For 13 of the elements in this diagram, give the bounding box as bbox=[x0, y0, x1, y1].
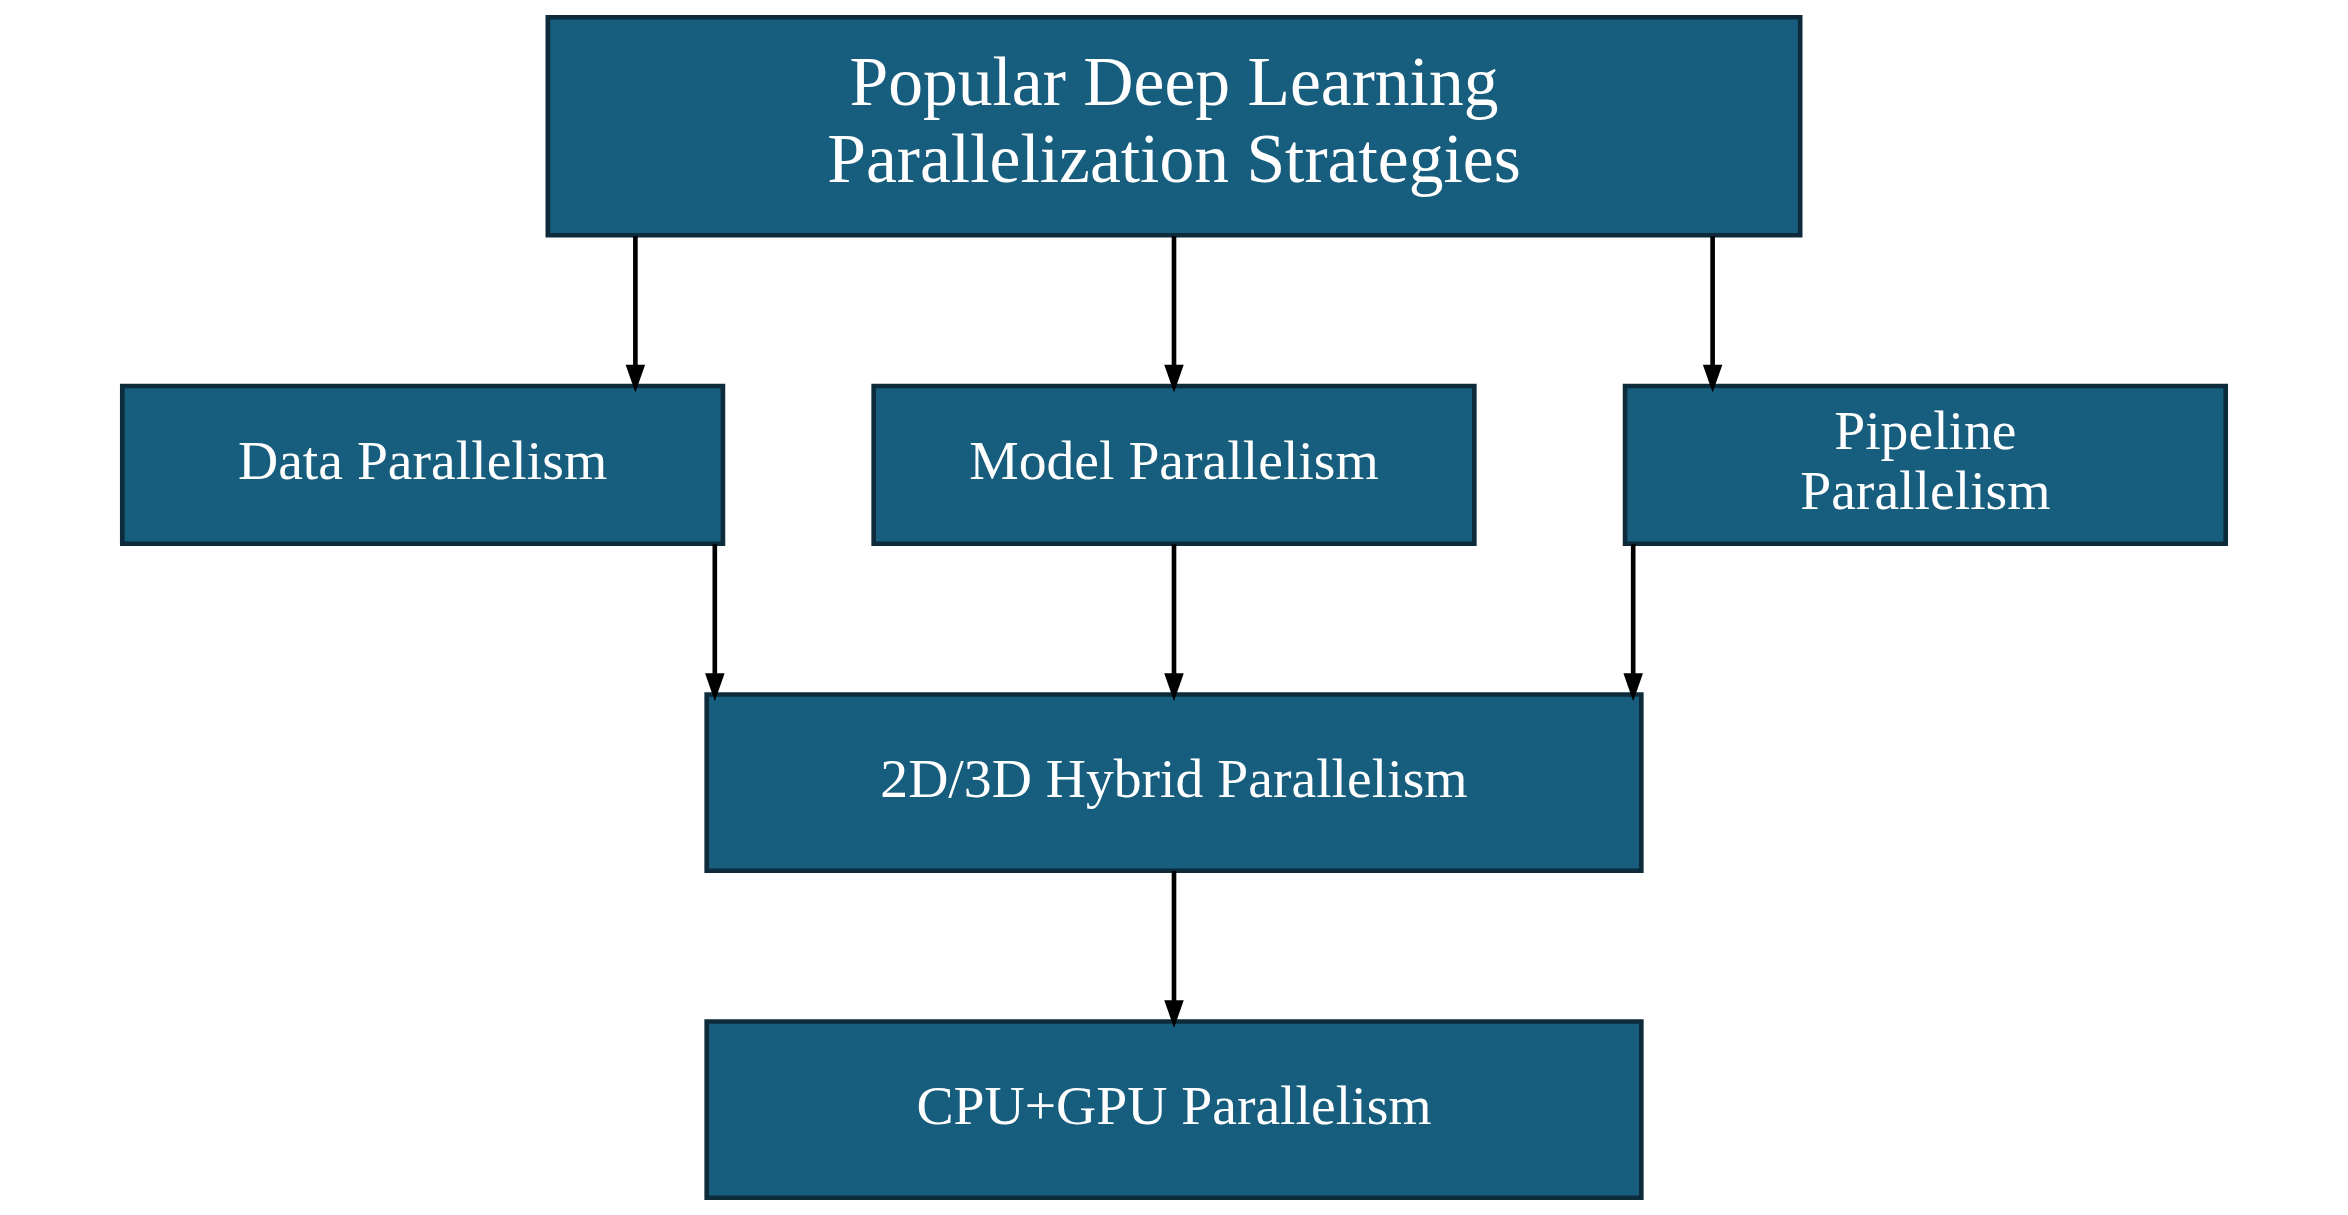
arrow bbox=[1623, 544, 1643, 702]
arrow bbox=[1702, 236, 1723, 393]
node-box: Popular Deep Learning Parallelization Strategies bbox=[545, 14, 1803, 238]
arrow bbox=[625, 236, 646, 393]
node-box: 2D/3D Hybrid Parallelism bbox=[704, 692, 1644, 874]
node-box: CPU+GPU Parallelism bbox=[704, 1019, 1644, 1201]
node-box: Data Parallelism bbox=[119, 383, 726, 547]
node-box: Pipeline Parallelism bbox=[1622, 383, 2229, 547]
arrow bbox=[1164, 871, 1184, 1029]
arrow bbox=[1164, 544, 1184, 702]
arrow bbox=[1164, 236, 1184, 393]
arrow bbox=[705, 544, 725, 702]
node-box: Model Parallelism bbox=[871, 383, 1477, 547]
